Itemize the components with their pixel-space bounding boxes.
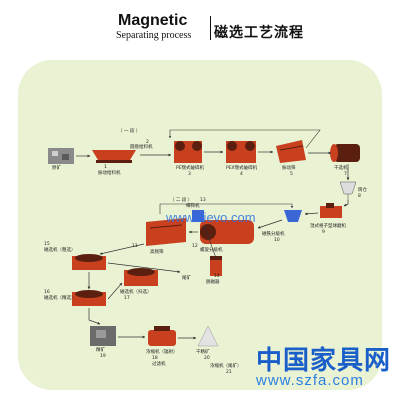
num-13: 13 (200, 198, 206, 203)
raw-ore-pile (48, 148, 74, 164)
filter-machine (148, 326, 176, 346)
num-5: 5 (290, 172, 293, 177)
label-tailings-thickener: 浓缩机（尾矿） (210, 364, 242, 369)
num-12: 12 (192, 244, 198, 249)
watermark-center: www.sievo.com (166, 210, 256, 225)
label-cleaner-separator: 磁选机（精选） (44, 296, 76, 301)
jaw-crusher-pe-machine (174, 141, 202, 163)
num-14: 14 (214, 274, 220, 279)
num-16: 16 (44, 290, 50, 295)
stage-one-label: （ 一 段 ） (118, 129, 141, 134)
magnetic-classifier-machine (284, 210, 302, 222)
fine-screen-machine (192, 210, 204, 222)
label-grid-ball-mill: 湿式格子型球磨机 (310, 224, 346, 229)
num-10: 10 (274, 238, 280, 243)
label-scavenger-separator: 磁选机（扫选） (120, 290, 152, 295)
dry-separator-machine (330, 144, 360, 162)
num-4: 4 (240, 172, 243, 177)
num-11: 11 (132, 244, 138, 249)
label-raw-ore: 原矿 (52, 166, 61, 171)
label-magnetic-classifier: 磁铁分级机 (262, 232, 285, 237)
label-high-frequency-screen: 高频筛 (150, 250, 164, 255)
flowchart-panel (18, 60, 382, 390)
num-8: 8 (358, 194, 361, 199)
jaw-crusher-pex-machine (226, 141, 256, 163)
label-spiral-classifier: 螺旋分级机 (200, 248, 223, 253)
subtitle-english: Separating process (116, 30, 192, 41)
num-1: 1 (104, 165, 107, 170)
rougher-magnetic-separator (72, 254, 106, 270)
silo-machine (339, 181, 357, 200)
ball-mill-machine (200, 220, 254, 244)
label-vibrating-feeder: 振动给料机 (98, 171, 121, 176)
label-jaw-crusher-pex: PEX颚式破碎机 (226, 166, 258, 171)
title-english: Magnetic (118, 12, 188, 29)
label-thickener: 浓缩机（辐射） (146, 350, 178, 355)
num-7: 7 (344, 172, 347, 177)
header-divider (210, 16, 211, 40)
vibrating-screen-machine (276, 140, 306, 163)
num-18: 18 (152, 356, 158, 361)
vibrating-feeder-machine (92, 150, 136, 163)
cleaner-magnetic-separator (72, 290, 106, 306)
label-jaw-crusher-pe: PE颚式破碎机 (176, 166, 205, 171)
label-filter: 过滤机 (152, 362, 166, 367)
num-9: 9 (322, 230, 325, 235)
label-vibrating-screen: 振动筛 (282, 166, 296, 171)
num-20: 20 (204, 356, 210, 361)
demagnetizer-machine (210, 256, 222, 276)
dry-concentrate-pile (197, 325, 219, 347)
num-3: 3 (188, 172, 191, 177)
num-19: 19 (100, 354, 106, 359)
concentrate-pile (90, 326, 116, 346)
label-silo: 筒仓 (358, 188, 367, 193)
label-fine-screen: 细筛机 (186, 204, 200, 209)
label-disc-feeder: 圆盘给料机 (130, 145, 153, 150)
title-chinese: 磁选工艺流程 (214, 25, 304, 41)
label-dry-separator: 干选机 (334, 166, 348, 171)
stage-two-label: （ 二 段 ） (170, 198, 193, 203)
num-17: 17 (124, 296, 130, 301)
spiral-classifier-machine (320, 203, 342, 218)
num-15: 15 (44, 242, 50, 247)
label-demagnetizer: 脱磁器 (206, 280, 220, 285)
label-tailings: 尾矿 (182, 276, 191, 281)
num-21: 21 (226, 370, 232, 375)
label-dry-concentrate: 干精矿 (196, 350, 210, 355)
watermark-brand: 中国家具网 (256, 346, 392, 376)
high-frequency-screen-machine (146, 218, 186, 246)
label-rougher-separator: 磁选机（粗选） (44, 248, 76, 253)
num-2: 2 (146, 140, 149, 145)
label-concentrate: 精矿 (96, 348, 105, 353)
scavenger-magnetic-separator (124, 268, 158, 286)
watermark-url: www.szfa.com (256, 372, 364, 389)
